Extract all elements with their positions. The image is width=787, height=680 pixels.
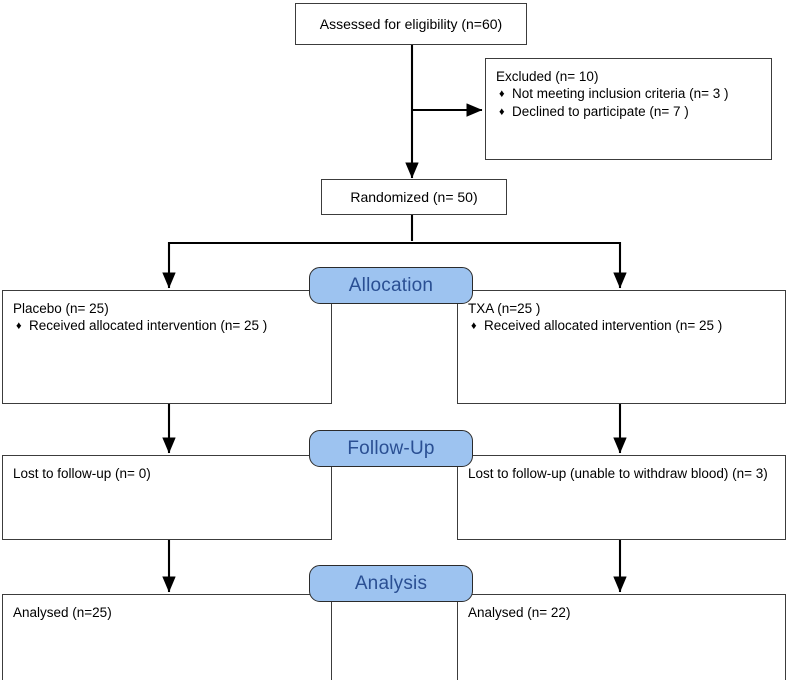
diamond-bullet-icon: ♦ [499, 106, 505, 118]
banner-allocation: Allocation [309, 267, 473, 304]
box-allocation-placebo: Placebo (n= 25) ♦ Received allocated int… [2, 290, 332, 404]
followup-right-text: Lost to follow-up (unable to withdraw bl… [468, 466, 768, 481]
box-followup-placebo: Lost to follow-up (n= 0) [2, 455, 332, 540]
assessed-text: Assessed for eligibility (n=60) [319, 15, 503, 32]
diamond-bullet-icon: ♦ [499, 88, 505, 100]
banner-followup-label: Follow-Up [347, 437, 435, 459]
box-assessed-for-eligibility: Assessed for eligibility (n=60) [295, 3, 527, 45]
box-allocation-txa: TXA (n=25 ) ♦ Received allocated interve… [457, 290, 786, 404]
box-followup-txa: Lost to follow-up (unable to withdraw bl… [457, 455, 786, 540]
box-excluded: Excluded (n= 10) ♦ Not meeting inclusion… [485, 58, 772, 160]
allocation-right-item-text: Received allocated intervention (n= 25 ) [484, 318, 723, 333]
banner-followup: Follow-Up [309, 430, 473, 467]
box-analysis-placebo: Analysed (n=25) [2, 594, 332, 680]
banner-analysis-label: Analysis [354, 572, 428, 594]
banner-analysis: Analysis [309, 565, 473, 602]
allocation-left-item: ♦ Received allocated intervention (n= 25… [13, 317, 321, 335]
excluded-reason-item: ♦ Not meeting inclusion criteria (n= 3 ) [496, 85, 761, 103]
box-analysis-txa: Analysed (n= 22) [457, 594, 786, 680]
excluded-reason-text: Declined to participate (n= 7 ) [512, 104, 689, 119]
allocation-right-title: TXA (n=25 ) [468, 301, 541, 316]
randomized-text: Randomized (n= 50) [350, 188, 478, 205]
excluded-reason-item: ♦ Declined to participate (n= 7 ) [496, 103, 761, 121]
followup-left-text: Lost to follow-up (n= 0) [13, 466, 151, 481]
box-randomized: Randomized (n= 50) [321, 179, 507, 215]
allocation-right-item: ♦ Received allocated intervention (n= 25… [468, 317, 775, 335]
banner-allocation-label: Allocation [348, 274, 434, 296]
excluded-reason-text: Not meeting inclusion criteria (n= 3 ) [512, 86, 729, 101]
diamond-bullet-icon: ♦ [471, 320, 477, 332]
analysis-left-text: Analysed (n=25) [13, 605, 112, 620]
diamond-bullet-icon: ♦ [16, 320, 22, 332]
allocation-left-title: Placebo (n= 25) [13, 301, 109, 316]
allocation-left-item-text: Received allocated intervention (n= 25 ) [29, 318, 268, 333]
analysis-right-text: Analysed (n= 22) [468, 605, 571, 620]
excluded-title: Excluded (n= 10) [496, 69, 599, 84]
